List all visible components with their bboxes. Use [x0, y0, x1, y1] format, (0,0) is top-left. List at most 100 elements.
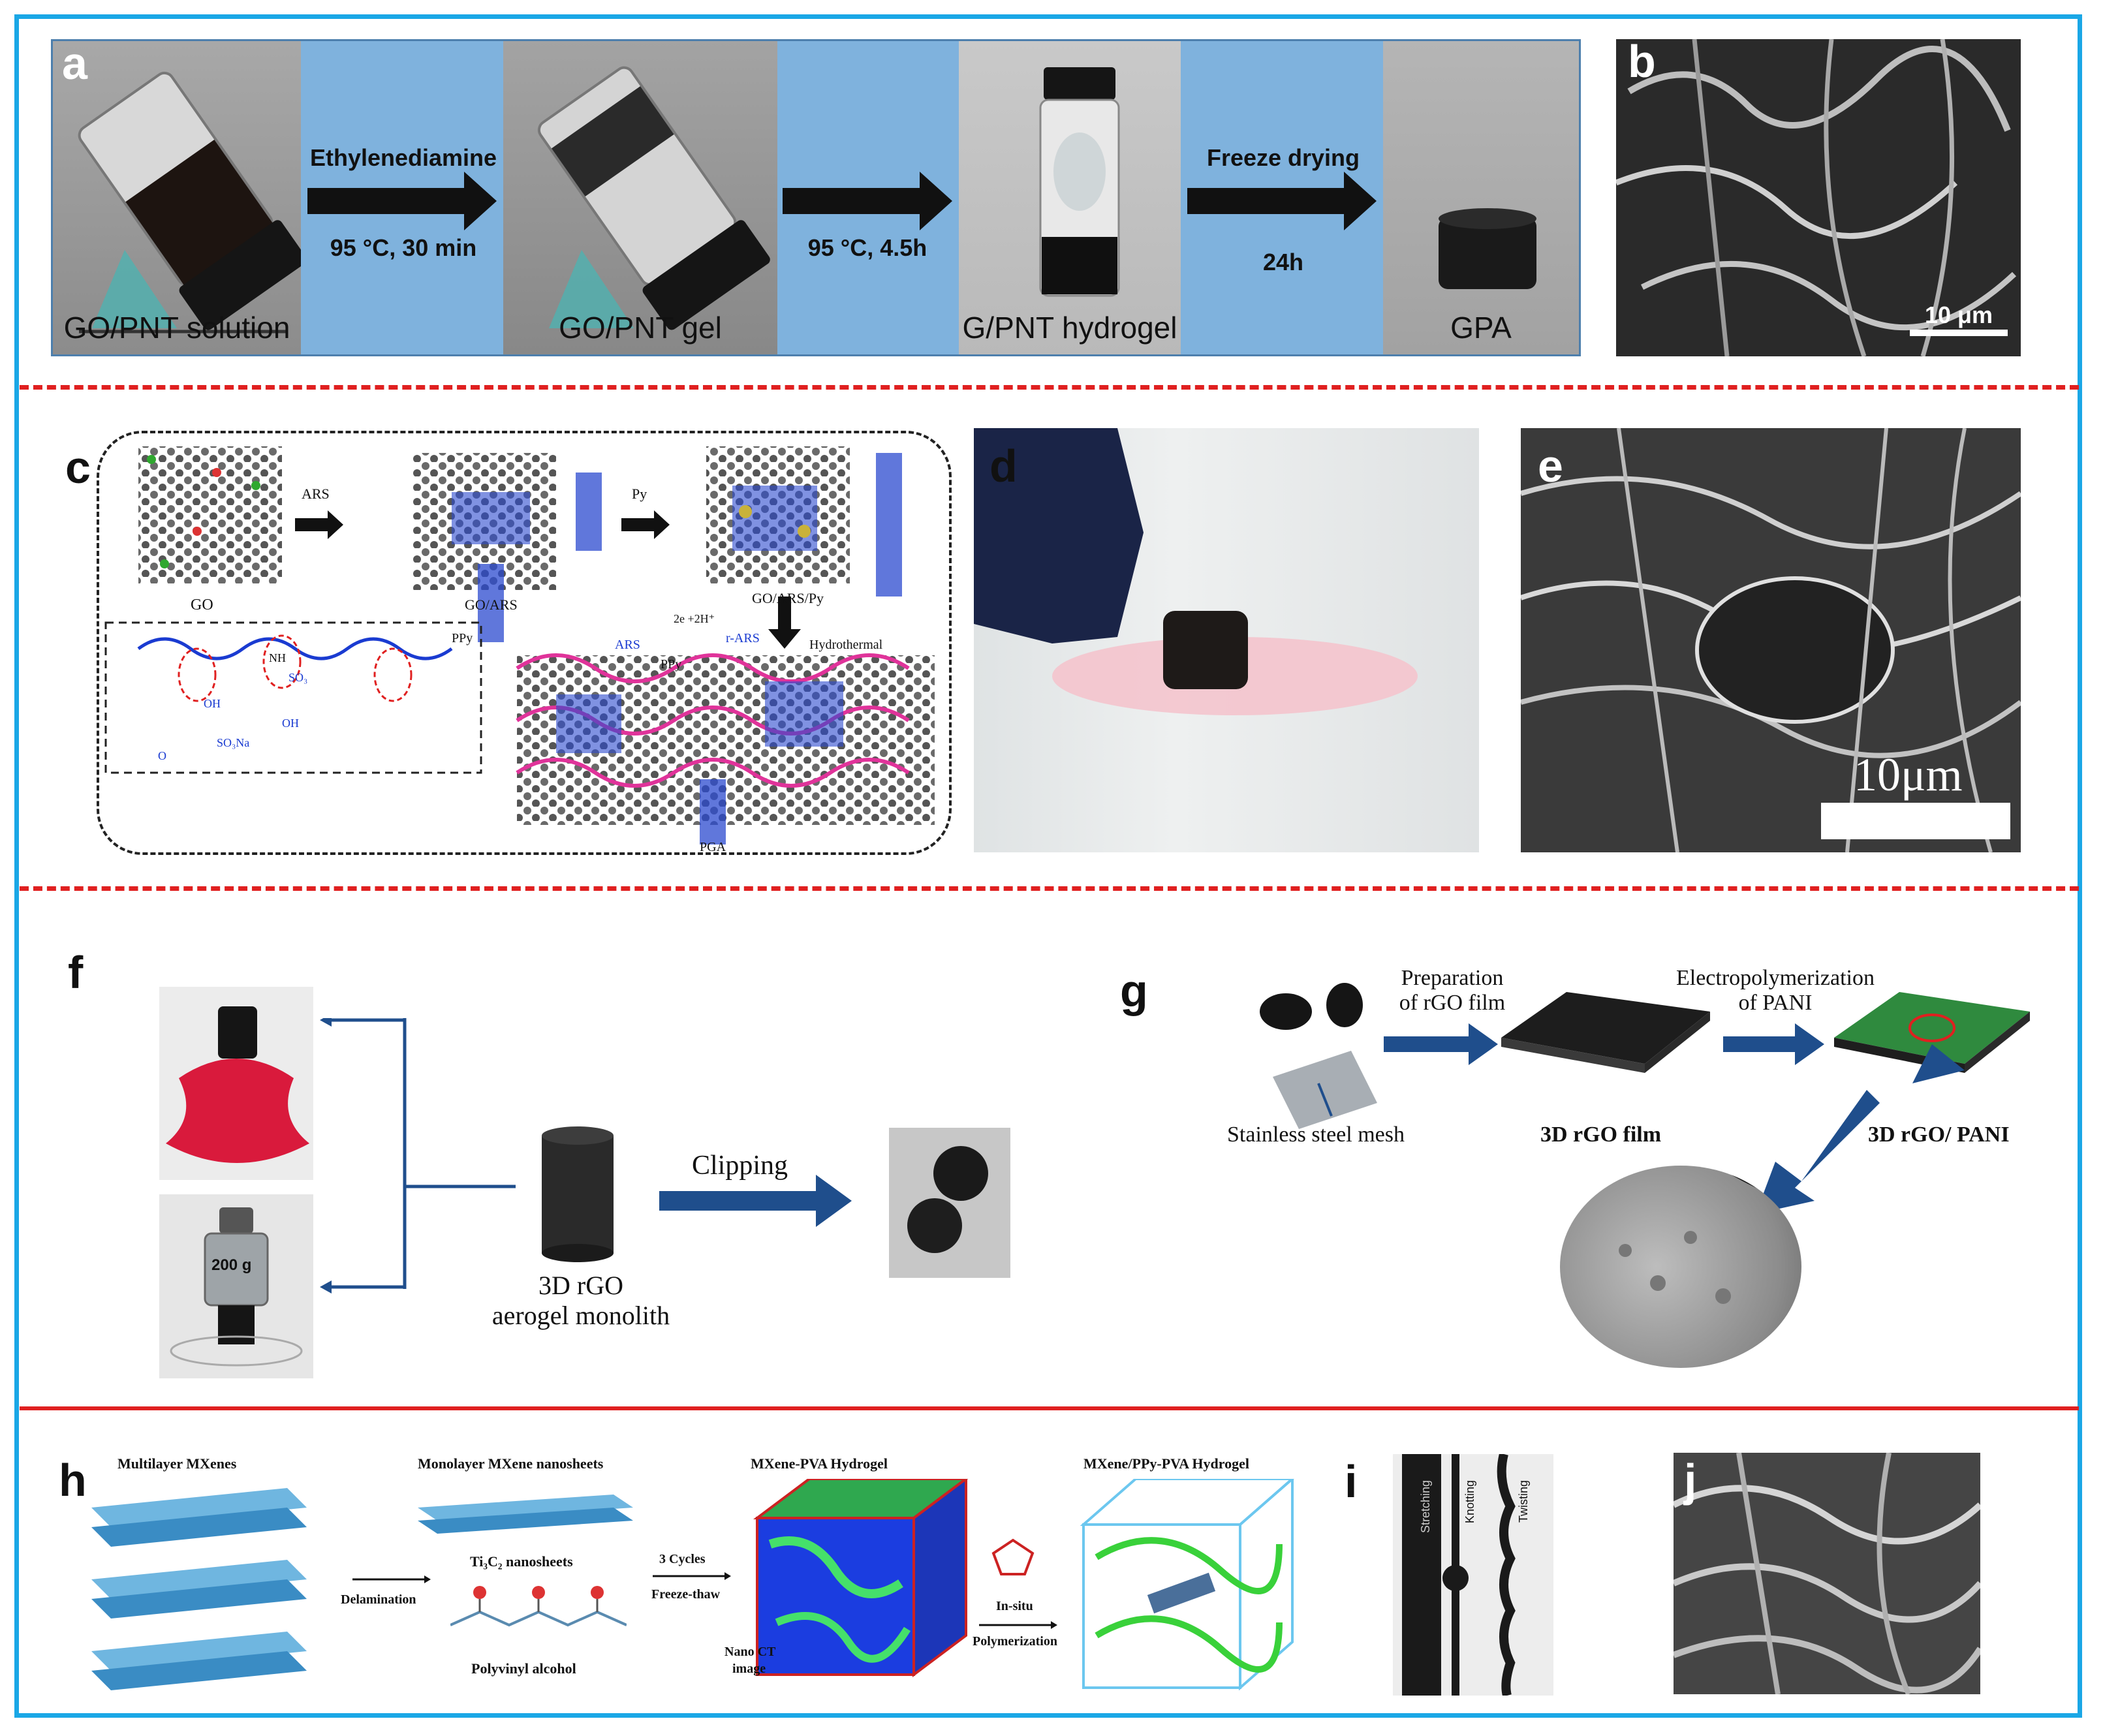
h-insitu-line1: In-situ [996, 1599, 1033, 1613]
vial-hydrogel-image [1039, 67, 1120, 297]
label-j: j [1684, 1455, 1697, 1506]
panel-g-sem-circle [1560, 1166, 1801, 1368]
label-ppy-box: PPy [452, 631, 473, 645]
h-arrow-3 [979, 1621, 1057, 1629]
g-arrow-1 [1384, 1023, 1498, 1065]
label-ars-reagent: ARS [302, 486, 330, 502]
pva-chain-image [450, 1586, 627, 1627]
label-a: a [62, 38, 87, 89]
rgo-film-icon [1501, 992, 1710, 1073]
gpa-cylinder-image [1439, 208, 1536, 289]
h-insitu-line2: Polymerization [973, 1634, 1057, 1649]
vial-tilted-image [78, 71, 301, 333]
photo-gpa [1383, 41, 1579, 354]
clipping-label: Clipping [692, 1151, 788, 1181]
rgo-cylinder-icon [542, 1126, 614, 1262]
vial-gel-image [537, 66, 770, 330]
panel-a: Ethylenediamine 95 °C, 30 min 95 °C, 4.5… [51, 38, 1581, 356]
label-knotting: Knotting [1463, 1480, 1476, 1524]
caption-go-pnt-solution: GO/PNT solution [63, 311, 290, 345]
h-nanoct-line2: image [732, 1662, 766, 1676]
aerogel-on-flower-image [166, 1006, 309, 1163]
label-ppy-arrow: PPy [661, 657, 681, 672]
monolayer-mxene-image [418, 1495, 633, 1534]
formula-nh: NH [269, 651, 286, 664]
h-mxene-pva-title: MXene-PVA Hydrogel [751, 1455, 888, 1472]
mesh-label: Stainless steel mesh [1227, 1123, 1405, 1147]
step1-bottom-label: 95 °C, 30 min [330, 234, 477, 261]
panel-d-photo: d [974, 428, 1479, 852]
mxene-ppy-cube-image [1080, 1479, 1295, 1691]
label-c: c [65, 442, 91, 493]
label-go-ars: GO/ARS [465, 597, 518, 613]
photo-g-pnt-hydrogel [959, 41, 1181, 354]
divider-dashed-2 [20, 886, 2079, 891]
h-delamination: Delamination [341, 1592, 416, 1607]
stretch-knot-twist-image [1402, 1454, 1516, 1696]
sem-network-b [1616, 39, 2017, 356]
nano-ct-cube-image [753, 1479, 969, 1677]
label-py: Py [632, 486, 647, 502]
clipped-discs-image [907, 1146, 988, 1253]
h-cycles: 3 Cycles [659, 1552, 706, 1566]
g-step1-line2: of rGO film [1399, 991, 1506, 1015]
h-multilayer-title: Multilayer MXenes [117, 1455, 237, 1472]
rgo-pani-film-icon [1834, 992, 2030, 1083]
formula-o: O [158, 749, 166, 762]
graphene-scheme-svg: GO ARS GO/ARS Py GO/ARS/Py Hydrothermal … [104, 446, 935, 854]
bracket-arrows-f [320, 1018, 516, 1294]
weight-on-aerogel-image [170, 1207, 303, 1367]
weight-label: 200 g [211, 1256, 252, 1274]
h-arrow-2 [653, 1572, 731, 1580]
label-r-ars: r-ARS [726, 631, 760, 645]
caption-go-pnt-gel: GO/PNT gel [559, 311, 722, 345]
g-zoom-arrow [1756, 1090, 1880, 1214]
g-step2-line2: of PANI [1738, 991, 1813, 1015]
step3-bottom-label: 24h [1262, 249, 1304, 275]
caption-gpa: GPA [1450, 311, 1512, 345]
g-step1-line1: Preparation [1401, 966, 1504, 990]
label-d: d [989, 441, 1018, 491]
step3-top-label: Freeze drying [1206, 144, 1360, 171]
panel-i-photo: Stretching Knotting Twisting [1393, 1454, 1553, 1696]
scale-bar-b: 10 μm [1924, 302, 1993, 328]
multilayer-mxene-image [91, 1488, 307, 1690]
aerogel-on-feather-image [974, 428, 1418, 715]
label-f: f [68, 947, 84, 998]
step2-bottom-label: 95 °C, 4.5h [807, 234, 927, 261]
label-g: g [1120, 965, 1148, 1016]
h-nanoct-line1: Nano CT [724, 1645, 776, 1659]
divider-dashed-1 [20, 385, 2079, 390]
label-twisting: Twisting [1517, 1480, 1530, 1523]
h-monolayer-title: Monolayer MXene nanosheets [418, 1455, 604, 1472]
label-stretching: Stretching [1419, 1480, 1432, 1534]
scale-bar-e: 10μm [1854, 749, 1963, 801]
h-ti3c2: Ti₃C₂ nanosheets [470, 1553, 573, 1570]
label-ars-molecule: ARS [615, 638, 640, 652]
h-arrow-1 [352, 1575, 431, 1583]
divider-solid [20, 1406, 2079, 1410]
label-b: b [1628, 39, 1656, 87]
label-e: e [1538, 441, 1563, 491]
g-step2-line1: Electropolymerization [1676, 966, 1875, 990]
sem-network-e [1521, 428, 2021, 852]
photo-go-pnt-solution [53, 41, 301, 354]
pani-sem-texture [1619, 1166, 1801, 1304]
label-go: GO [191, 597, 213, 613]
pyrrole-icon [991, 1538, 1035, 1575]
film-label: 3D rGO film [1540, 1123, 1662, 1147]
monolith-label-line2: aerogel monolith [491, 1301, 670, 1330]
formula-so3na: SO₃Na [217, 736, 249, 749]
final-label: 3D rGO/ PANI [1868, 1123, 2010, 1147]
h-freeze: Freeze-thaw [651, 1587, 721, 1602]
arrow-step-3 [1187, 172, 1377, 230]
panel-f-photo-weight: 200 g [159, 1194, 313, 1378]
formula-so3: SO₃ [288, 671, 307, 684]
arrow-step-1 [307, 172, 497, 230]
clipping-arrow [659, 1175, 852, 1227]
mesh-and-pellets-icon [1260, 983, 1377, 1129]
label-redox: 2e +2H⁺ [674, 612, 715, 625]
h-pva: Polyvinyl alcohol [471, 1660, 576, 1677]
panel-b-sem-image: b 10 μm [1616, 39, 2021, 356]
label-h: h [59, 1455, 87, 1506]
